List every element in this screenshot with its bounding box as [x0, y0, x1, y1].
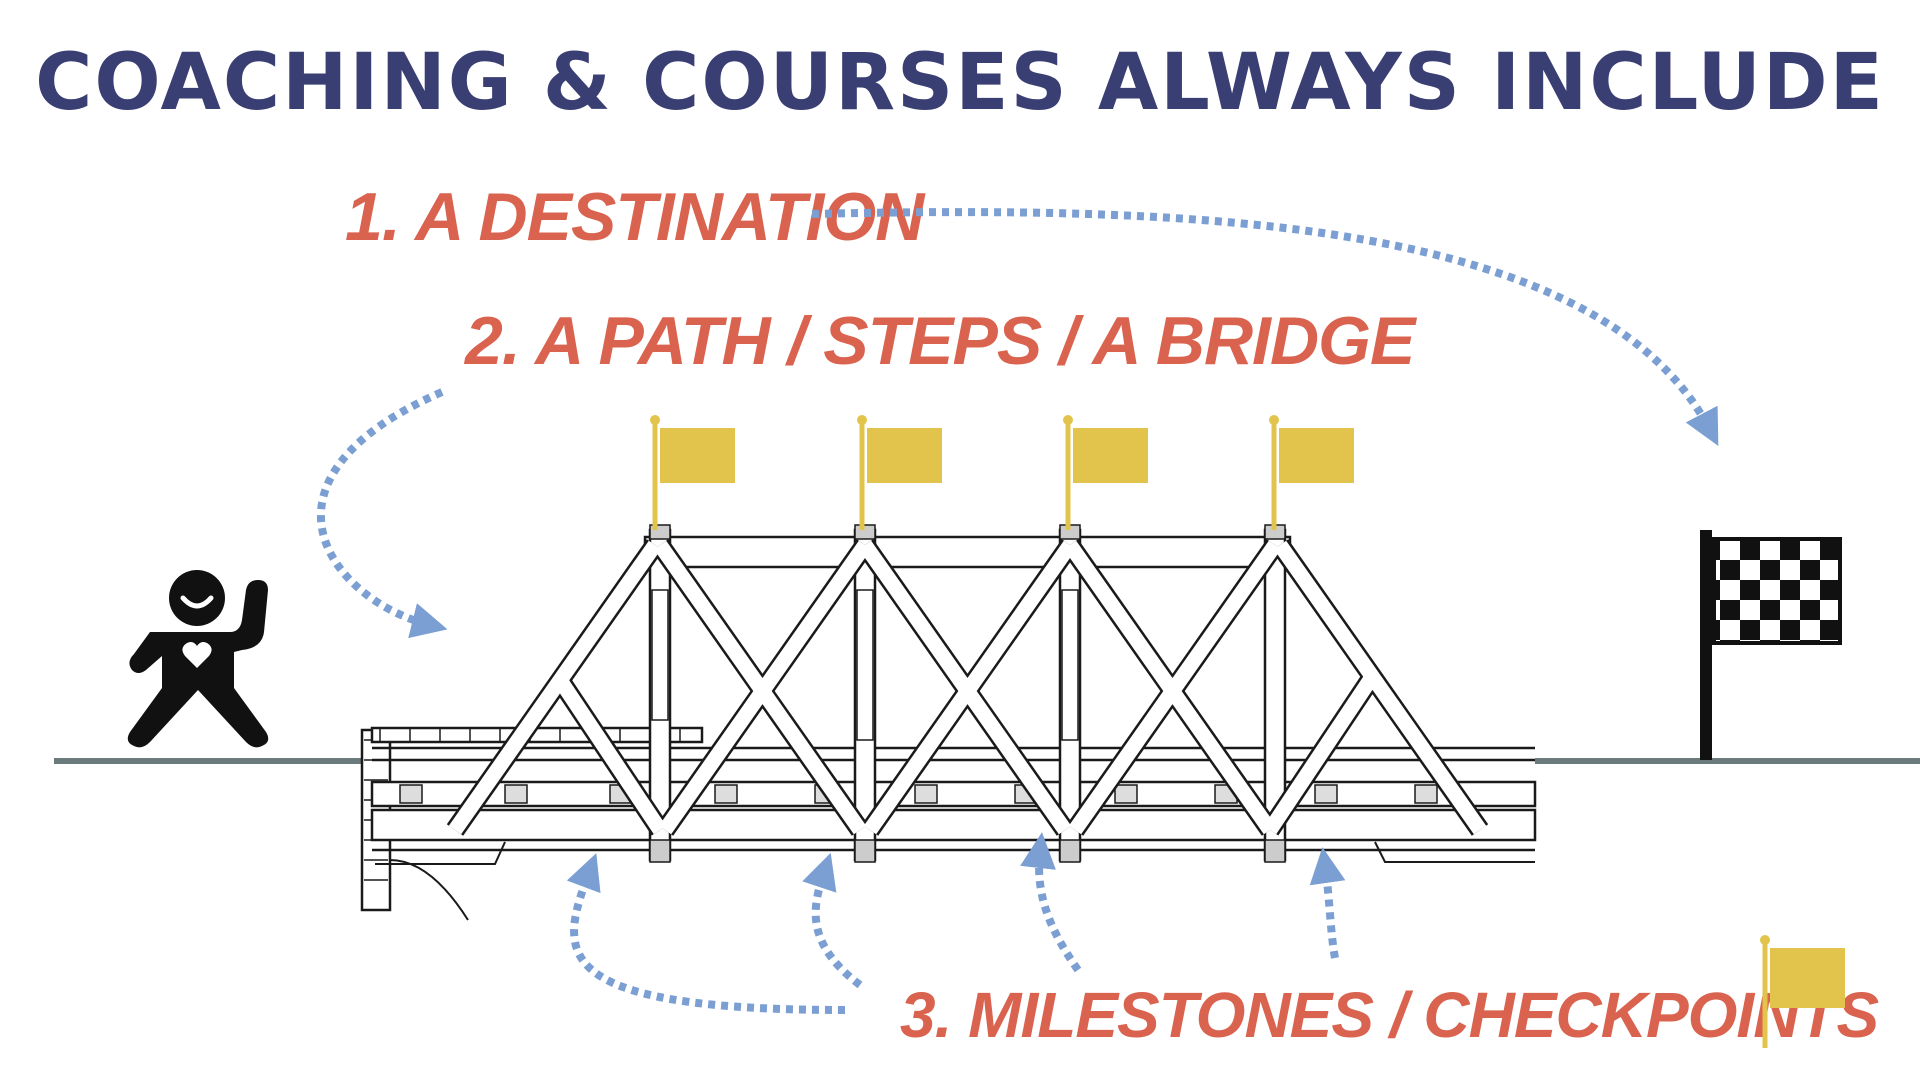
milestone-arrow-1: [566, 853, 846, 1014]
milestone-flag-icon: [1269, 415, 1354, 530]
smiling-person-icon: [127, 570, 269, 748]
milestones-label: 3. MILESTONES / CHECKPOINTS: [900, 979, 1879, 1051]
destination-arrow: [811, 208, 1719, 446]
bridge-illustration: [360, 524, 1537, 921]
milestone-flag-icon: [857, 415, 942, 530]
milestone-flag-icon: [650, 415, 735, 530]
path-label: 2. A PATH / STEPS / A BRIDGE: [465, 303, 1415, 379]
slide-title: COACHING & COURSES ALWAYS INCLUDE: [35, 38, 1885, 128]
milestone-arrow-4: [1309, 847, 1346, 959]
path-arrow: [317, 388, 448, 639]
checkered-flag-icon: [1700, 530, 1842, 760]
milestone-arrow-2: [802, 852, 863, 989]
arrows: [317, 208, 1719, 1014]
milestone-flag-icon: [1063, 415, 1148, 530]
milestone-flag-icon: [1760, 935, 1845, 1048]
milestone-arrow-3: [1020, 832, 1082, 973]
